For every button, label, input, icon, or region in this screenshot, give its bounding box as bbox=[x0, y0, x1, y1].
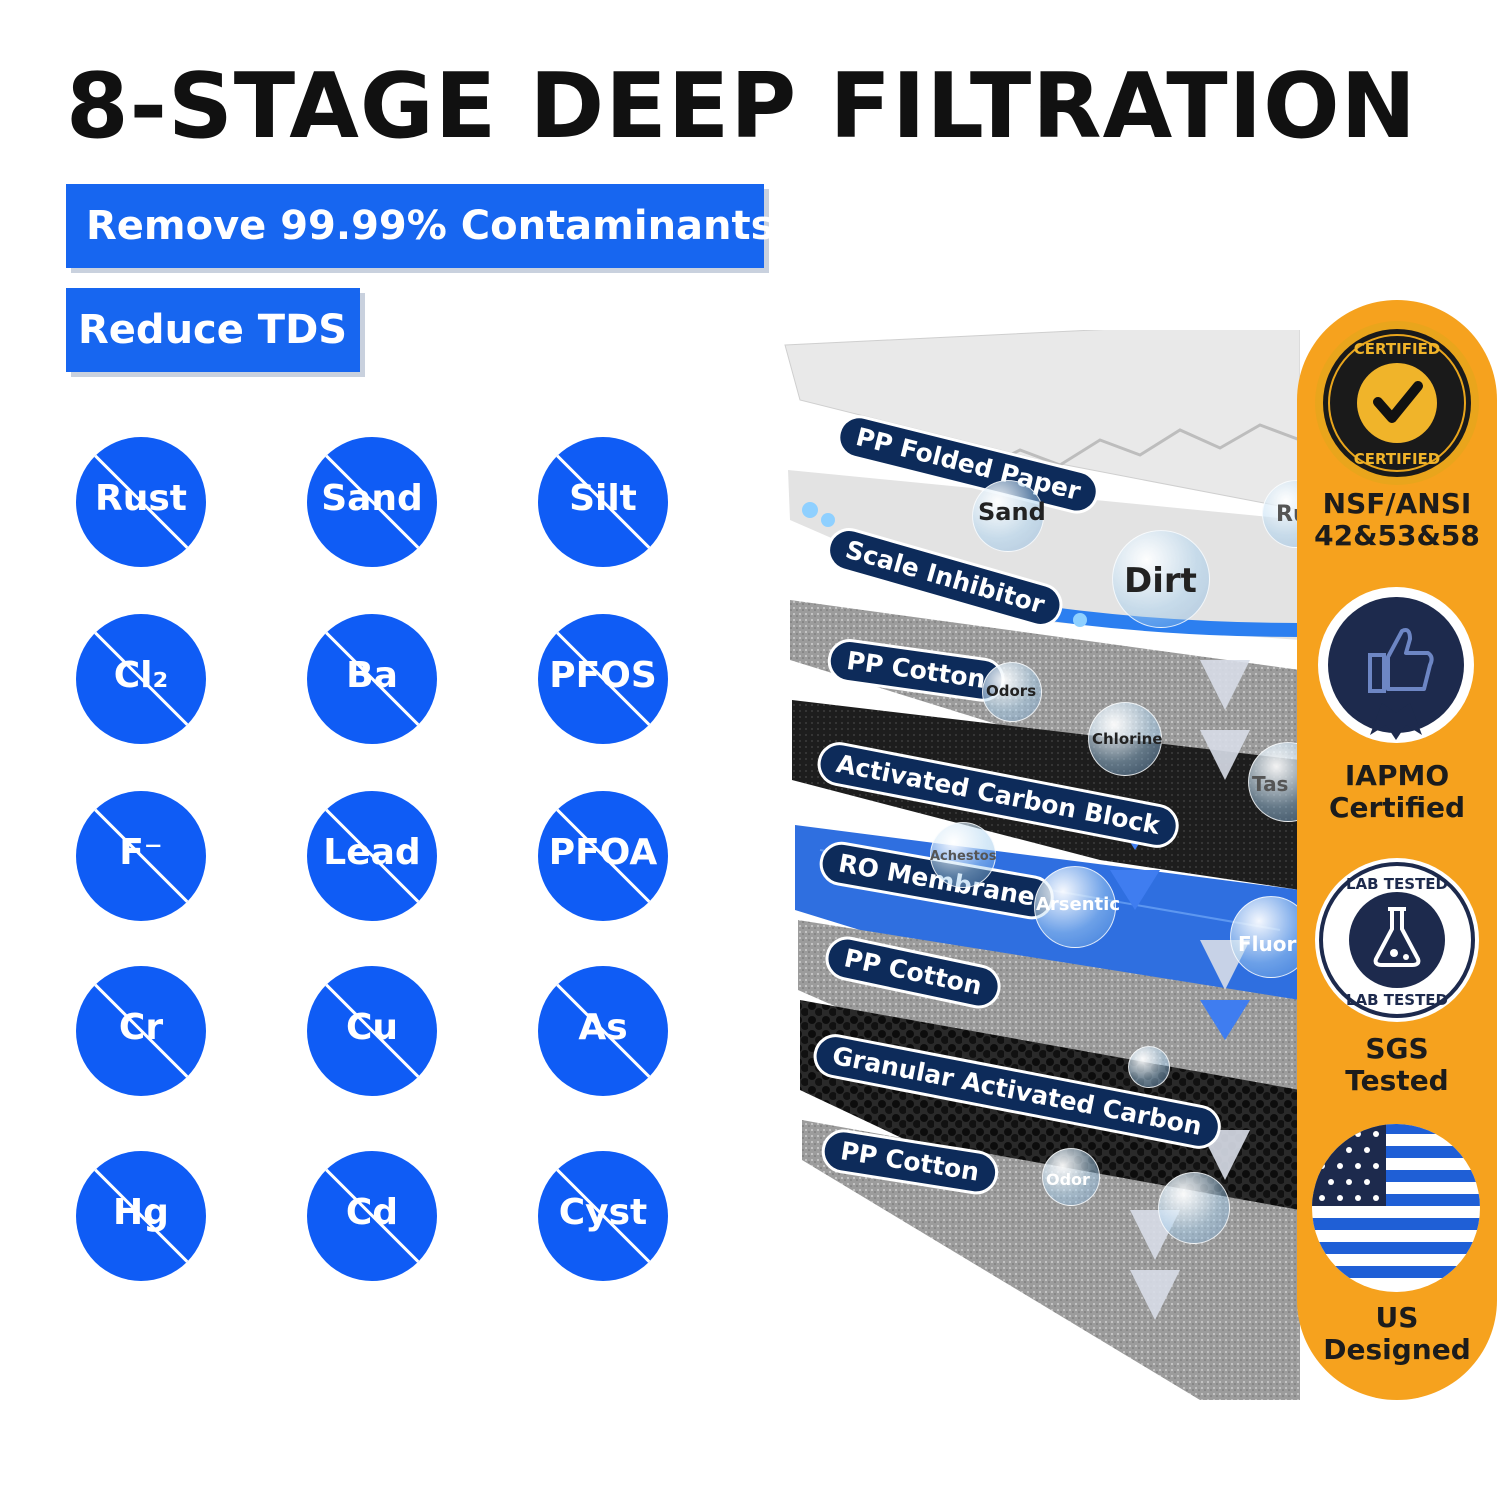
bubble-label-dirt: Dirt bbox=[1124, 561, 1197, 601]
contaminant-fluoride-icon: F⁻ bbox=[76, 791, 206, 921]
seal-badge-text: CERTIFIED bbox=[1354, 450, 1440, 468]
cert-line: IAPMO bbox=[1344, 759, 1450, 792]
contaminant-pfos-icon: PFOS bbox=[538, 614, 668, 744]
cert-line: NSF/ANSI bbox=[1322, 487, 1472, 520]
seal-badge-text: LAB TESTED bbox=[1346, 991, 1448, 1009]
flow-arrow-icon bbox=[1200, 1000, 1250, 1040]
flow-arrow-icon bbox=[1130, 1270, 1180, 1320]
thumbs-up-seal-icon bbox=[1318, 587, 1474, 743]
contaminant-chlorine-icon: Cl₂ bbox=[76, 614, 206, 744]
layer-pp-cotton-1 bbox=[790, 600, 1300, 770]
contaminant-bubble bbox=[982, 662, 1042, 722]
bubble-label-sand: Sand bbox=[978, 498, 1046, 526]
lab-flask-seal-icon: LAB TESTED LAB TESTED bbox=[1315, 858, 1479, 1022]
contaminant-bubble bbox=[930, 822, 996, 888]
contaminant-bubble bbox=[1088, 702, 1162, 776]
bubble-label-chlorine: Chlorine bbox=[1092, 730, 1163, 748]
bubble-label-arsentic: Arsentic bbox=[1036, 894, 1120, 915]
banner-remove-contaminants: Remove 99.99% Contaminants bbox=[66, 184, 774, 268]
contaminant-mercury-icon: Hg bbox=[76, 1151, 206, 1281]
contaminant-cadmium-icon: Cd bbox=[307, 1151, 437, 1281]
bubble-label-odors: Odors bbox=[986, 682, 1037, 700]
contaminant-bubble bbox=[1042, 1148, 1100, 1206]
cert-line: US bbox=[1375, 1301, 1419, 1334]
contaminant-arsenic-icon: As bbox=[538, 966, 668, 1096]
contaminant-barium-icon: Ba bbox=[307, 614, 437, 744]
contaminant-bubble bbox=[1128, 1046, 1170, 1088]
contaminant-bubble bbox=[1158, 1172, 1230, 1244]
seal-badge-text: CERTIFIED bbox=[1354, 340, 1440, 358]
banner-text: Reduce TDS bbox=[78, 307, 348, 353]
bubble-label-achestos: Achestos bbox=[930, 849, 997, 864]
banner-text: Remove 99.99% Contaminants bbox=[86, 203, 775, 249]
contaminant-pfoa-icon: PFOA bbox=[538, 791, 668, 921]
contaminant-copper-icon: Cu bbox=[307, 966, 437, 1096]
flow-arrow-icon bbox=[1200, 730, 1250, 780]
contaminant-bubble bbox=[1112, 530, 1210, 628]
page-title: 8-STAGE DEEP FILTRATION bbox=[66, 54, 1417, 159]
cert-line: SGS bbox=[1365, 1032, 1429, 1065]
contaminant-silt-icon: Silt bbox=[538, 437, 668, 567]
contaminant-cyst-icon: Cyst bbox=[538, 1151, 668, 1281]
contaminant-rust-icon: Rust bbox=[76, 437, 206, 567]
cert-line: 42&53&58 bbox=[1314, 519, 1480, 553]
bubble-label-tas: Tas bbox=[1252, 772, 1289, 796]
layer-pp-folded-paper bbox=[784, 330, 1300, 511]
flow-arrow-icon bbox=[1110, 870, 1160, 910]
cert-line: Certified bbox=[1328, 791, 1466, 825]
contaminant-sand-icon: Sand bbox=[307, 437, 437, 567]
us-flag-icon bbox=[1312, 1124, 1480, 1292]
seal-badge-text: LAB TESTED bbox=[1346, 875, 1448, 893]
bubble-label-odor: Odor bbox=[1046, 1170, 1090, 1189]
contaminant-bubble bbox=[972, 480, 1044, 552]
cert-line: Tested bbox=[1345, 1064, 1449, 1098]
flow-arrow-icon bbox=[1200, 660, 1250, 710]
banner-reduce-tds: Reduce TDS bbox=[66, 288, 360, 372]
contaminant-bubble bbox=[1034, 866, 1116, 948]
contaminant-lead-icon: Lead bbox=[307, 791, 437, 921]
certified-check-seal-icon: CERTIFIED CERTIFIED bbox=[1315, 321, 1479, 485]
bubble-label-fluori: Fluori bbox=[1238, 932, 1304, 956]
contaminant-chromium-icon: Cr bbox=[76, 966, 206, 1096]
cert-line: Designed bbox=[1323, 1333, 1471, 1367]
